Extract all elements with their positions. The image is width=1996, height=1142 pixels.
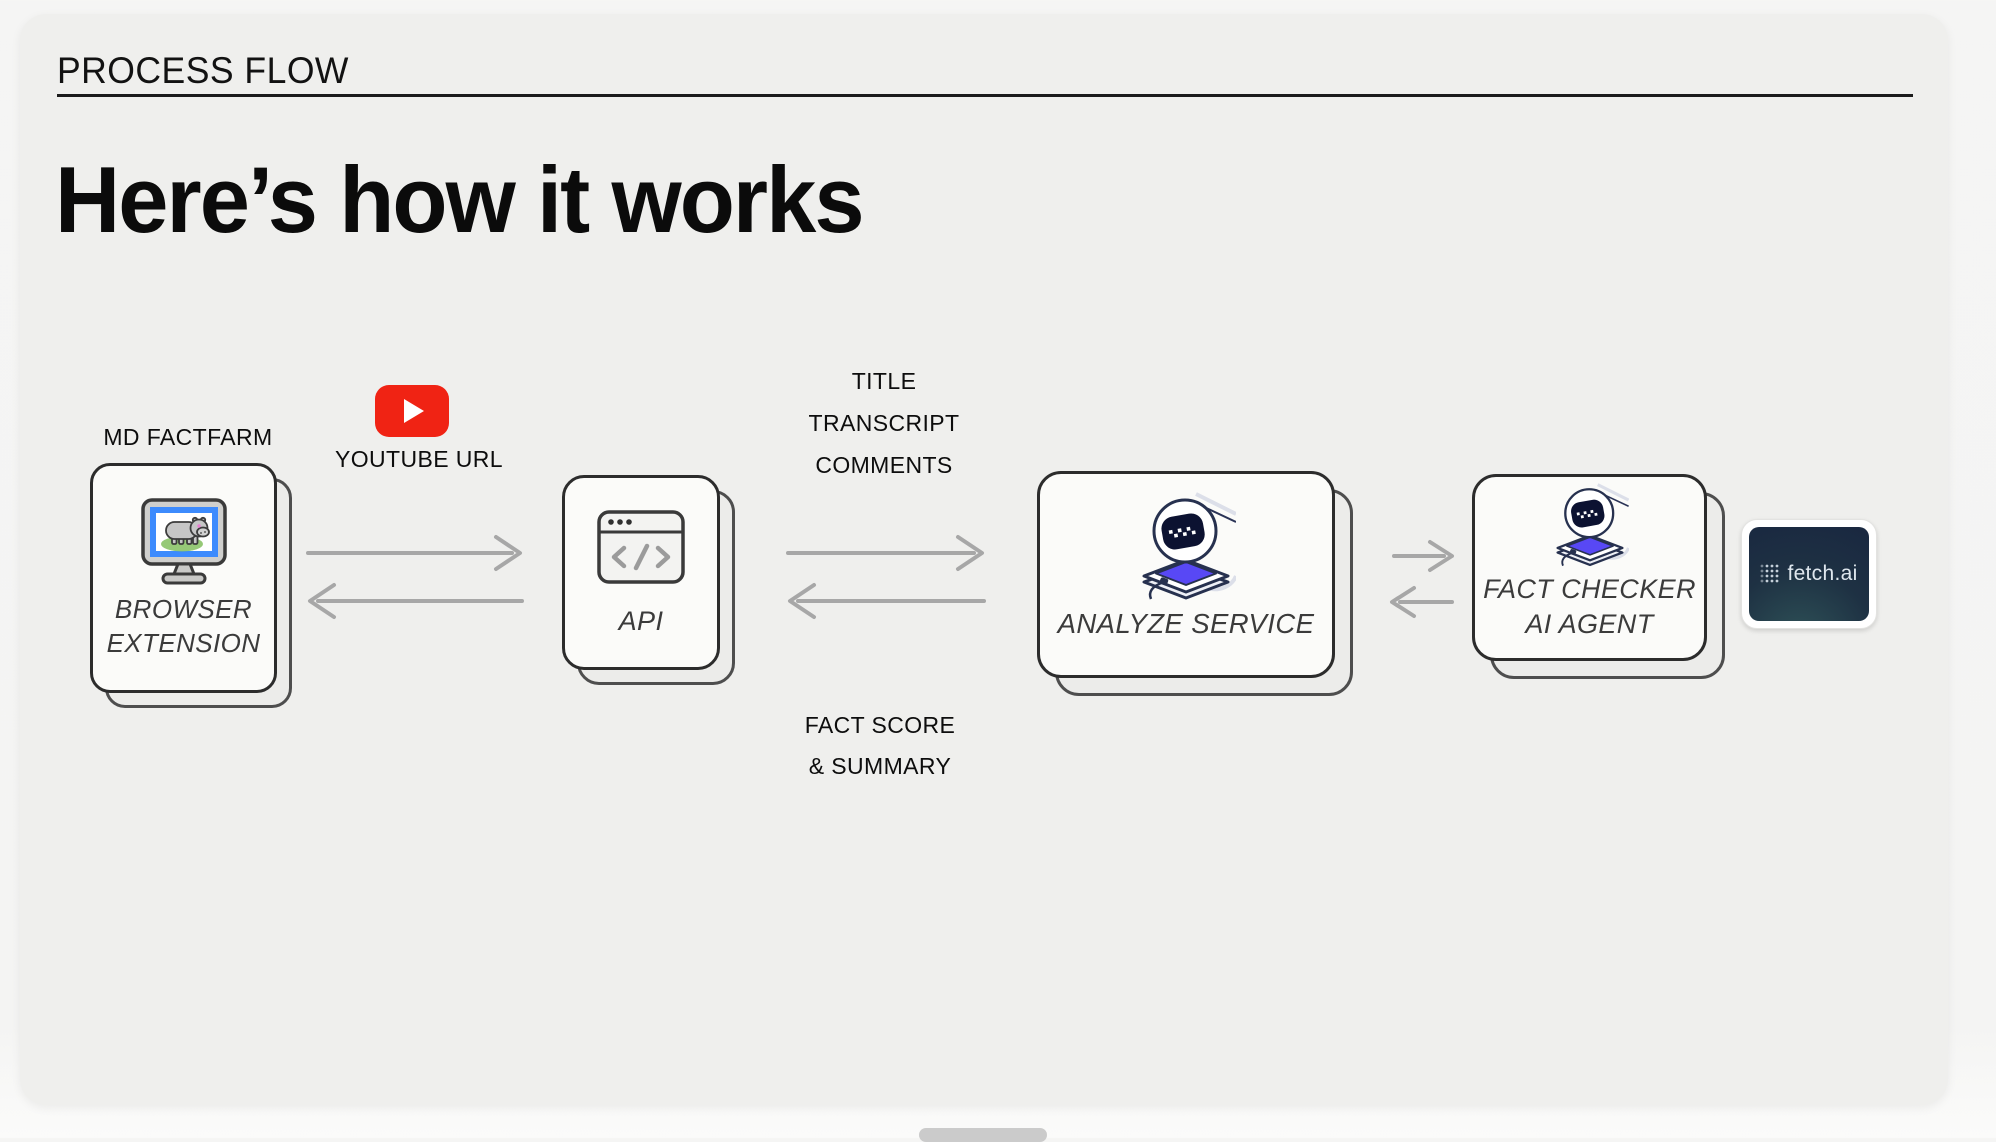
- horizontal-scrollbar-thumb[interactable]: [919, 1128, 1047, 1142]
- api-analyze-payload-labels: TITLE TRANSCRIPT COMMENTS: [808, 368, 960, 478]
- dot-grid-icon: [1761, 564, 1779, 583]
- robot-agent-icon: [1142, 492, 1236, 600]
- fetch-ai-badge: fetch.ai: [1741, 519, 1877, 629]
- code-window-icon: [597, 510, 685, 584]
- extension-card-caption: BROWSER EXTENSION: [106, 594, 261, 658]
- extension-node-label: MD FACTFARM: [103, 424, 273, 450]
- monitor-hippo-icon: [141, 498, 227, 585]
- fetch-ai-logo: fetch.ai: [1749, 527, 1869, 621]
- header-rule: [57, 94, 1913, 97]
- page-title: Here’s how it works: [55, 147, 865, 252]
- api-card-caption: API: [618, 606, 664, 636]
- analyze-api-payload-labels: FACT SCORE & SUMMARY: [804, 712, 956, 779]
- agent-card-caption: FACT CHECKER AI AGENT: [1483, 574, 1696, 639]
- youtube-node-label: YOUTUBE URL: [335, 446, 503, 472]
- fetch-ai-wordmark: fetch.ai: [1787, 562, 1858, 585]
- robot-agent-icon: [1556, 483, 1629, 567]
- analyze-card-caption: ANALYZE SERVICE: [1057, 608, 1315, 639]
- section-kicker: PROCESS FLOW: [57, 50, 349, 91]
- youtube-play-icon: [375, 385, 449, 437]
